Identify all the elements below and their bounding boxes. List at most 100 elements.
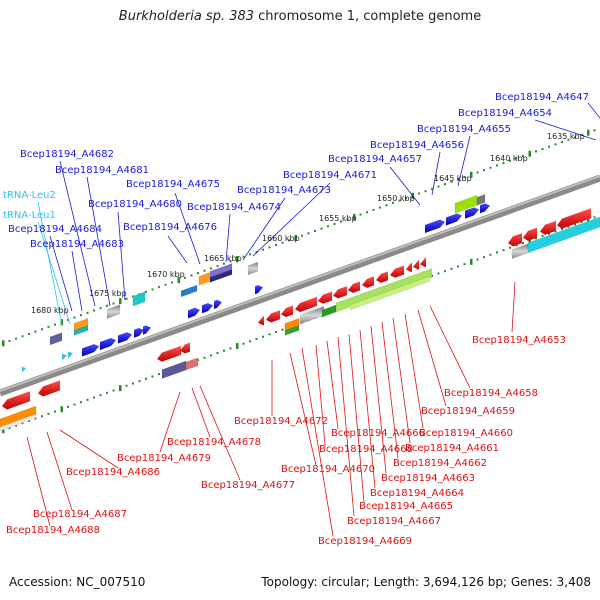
gene-label-A4667[interactable]: Bcep18194_A4667 <box>347 516 441 527</box>
gene-label-A4656[interactable]: Bcep18194_A4656 <box>370 140 464 151</box>
gene-label-A4683[interactable]: Bcep18194_A4683 <box>30 239 124 250</box>
upper-track-tick <box>489 166 492 169</box>
gene-label-A4654[interactable]: Bcep18194_A4654 <box>458 108 552 119</box>
gene-label-A4662[interactable]: Bcep18194_A4662 <box>393 458 487 469</box>
gene-label-A4673[interactable]: Bcep18194_A4673 <box>237 185 331 196</box>
upper-track-tick <box>574 136 576 139</box>
gene-label-A4668[interactable]: Bcep18194_A4668 <box>319 444 413 455</box>
gene-label-A4688[interactable]: Bcep18194_A4688 <box>6 525 100 536</box>
upper-track-tick <box>190 274 193 277</box>
forward-leader-line <box>117 211 126 301</box>
lower-track-tick <box>470 258 473 265</box>
lower-track-tick <box>515 244 518 247</box>
lower-track-tick <box>496 251 498 254</box>
reverse-leader-line <box>289 352 317 466</box>
gene-label-A4686[interactable]: Bcep18194_A4686 <box>66 467 160 478</box>
forward-leader-line <box>71 250 83 312</box>
upper-track-tick <box>281 241 284 244</box>
lower-track-tick <box>8 426 11 429</box>
reverse-gene-arrow <box>390 265 404 278</box>
upper-track-tick <box>587 129 590 136</box>
reverse-gene-arrow <box>295 296 317 312</box>
reverse-leader-line <box>359 329 376 489</box>
gene-label-A4676[interactable]: Bcep18194_A4676 <box>123 222 217 233</box>
lower-track-tick <box>236 343 239 350</box>
upper-track-tick <box>41 328 43 331</box>
forward-gene-block <box>49 332 63 346</box>
gene-label-A4647[interactable]: Bcep18194_A4647 <box>495 92 589 103</box>
gene-label-A4670[interactable]: Bcep18194_A4670 <box>281 464 375 475</box>
reverse-leader-line <box>348 333 365 503</box>
gene-label-A4680[interactable]: Bcep18194_A4680 <box>88 199 182 210</box>
gene-label-A4663[interactable]: Bcep18194_A4663 <box>381 473 475 484</box>
lower-track-tick <box>457 265 459 268</box>
reverse-gene-arrow <box>2 391 30 410</box>
reverse-gene-block <box>527 216 600 254</box>
gene-label-A4671[interactable]: Bcep18194_A4671 <box>283 170 377 181</box>
gene-label-A4674[interactable]: Bcep18194_A4674 <box>187 202 281 213</box>
trna-label-leu2[interactable]: tRNA-Leu2 <box>3 190 56 201</box>
reverse-leader-line <box>46 431 73 511</box>
kbp-tick-1645: 1645 kbp <box>434 174 472 183</box>
lower-track-tick <box>580 221 583 224</box>
upper-track-tick <box>158 286 160 289</box>
lower-track-tick <box>145 377 147 380</box>
lower-track-tick <box>574 223 576 226</box>
trna-label-leu1[interactable]: tRNA-Leu1 <box>3 210 56 221</box>
reverse-leader-line <box>159 391 181 453</box>
upper-track-tick <box>450 180 453 183</box>
upper-track-tick <box>112 302 115 305</box>
upper-track-tick <box>145 290 147 293</box>
gene-label-A4682[interactable]: Bcep18194_A4682 <box>20 149 114 160</box>
upper-track-tick <box>210 267 212 270</box>
gene-label-A4665[interactable]: Bcep18194_A4665 <box>359 501 453 512</box>
upper-track-tick <box>483 169 485 172</box>
gene-label-A4677[interactable]: Bcep18194_A4677 <box>201 480 295 491</box>
upper-track-tick <box>249 253 251 256</box>
gene-label-A4653[interactable]: Bcep18194_A4653 <box>472 335 566 346</box>
lower-track-tick <box>281 328 284 331</box>
upper-track-tick <box>385 204 388 207</box>
reverse-leader-line <box>404 313 424 429</box>
lower-track-tick <box>509 246 511 249</box>
forward-gene-arrow <box>202 303 213 314</box>
gene-label-A4657[interactable]: Bcep18194_A4657 <box>328 154 422 165</box>
gene-label-A4684[interactable]: Bcep18194_A4684 <box>8 224 102 235</box>
gene-label-A4687[interactable]: Bcep18194_A4687 <box>33 509 127 520</box>
gene-label-A4658[interactable]: Bcep18194_A4658 <box>444 388 538 399</box>
reverse-gene-arrow <box>348 281 360 293</box>
gene-label-A4678[interactable]: Bcep18194_A4678 <box>167 437 261 448</box>
reverse-leader-line <box>381 321 399 459</box>
forward-gene-arrow <box>188 307 200 319</box>
gene-label-A4660[interactable]: Bcep18194_A4660 <box>419 428 513 439</box>
forward-leader-line <box>59 160 96 307</box>
gene-label-A4672[interactable]: Bcep18194_A4672 <box>234 416 328 427</box>
gene-label-A4659[interactable]: Bcep18194_A4659 <box>421 406 515 417</box>
forward-gene-block <box>476 194 486 206</box>
gene-label-A4669[interactable]: Bcep18194_A4669 <box>318 536 412 547</box>
forward-leader-line <box>225 213 231 263</box>
label-leader-lines <box>26 102 600 537</box>
trna-leader-line <box>37 201 63 327</box>
lower-track-tick <box>476 258 479 261</box>
map-title: Burkholderia sp. 383 chromosome 1, compl… <box>0 9 600 24</box>
gene-label-A4655[interactable]: Bcep18194_A4655 <box>417 124 511 135</box>
gene-label-A4679[interactable]: Bcep18194_A4679 <box>117 453 211 464</box>
forward-gene-block <box>106 304 121 319</box>
gene-label-A4681[interactable]: Bcep18194_A4681 <box>55 165 149 176</box>
kbp-tick-1635: 1635 kbp <box>547 132 585 141</box>
gene-label-A4661[interactable]: Bcep18194_A4661 <box>405 443 499 454</box>
trna-arrow <box>68 351 73 359</box>
kbp-tick-1675: 1675 kbp <box>89 289 127 298</box>
forward-leader-line <box>252 182 331 257</box>
lower-track-tick <box>106 391 108 394</box>
gene-label-A4664[interactable]: Bcep18194_A4664 <box>370 488 464 499</box>
lower-track-tick <box>229 347 232 350</box>
upper-track-tick <box>515 157 518 160</box>
gene-label-A4666[interactable]: Bcep18194_A4666 <box>331 428 425 439</box>
gene-label-A4675[interactable]: Bcep18194_A4675 <box>126 179 220 190</box>
forward-gene-block <box>209 269 233 283</box>
forward-leader-line <box>457 135 471 187</box>
lower-track-tick <box>561 228 563 231</box>
forward-gene-block <box>73 324 89 336</box>
